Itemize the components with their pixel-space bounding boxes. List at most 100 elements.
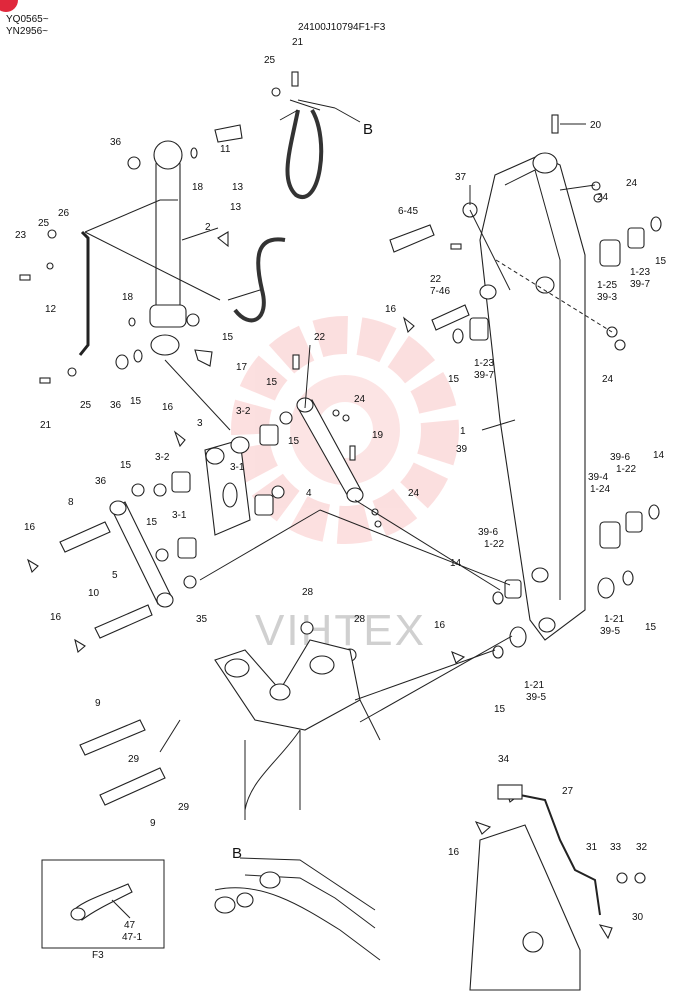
part-callouts: 21 25 36 18 11 13 20 37 24 23 25 26 2 13…	[15, 37, 667, 943]
callout-label: 6-45	[398, 206, 418, 217]
callout-label: 29	[178, 802, 190, 813]
callout-label: 5	[112, 570, 118, 581]
callout-label: 15	[655, 256, 667, 267]
hose-13-lower	[233, 237, 286, 323]
callout-label: 20	[590, 120, 602, 131]
callout-label: 1-21	[524, 680, 544, 691]
callout-label: 9	[95, 698, 101, 709]
callout-label: 39-5	[600, 626, 620, 637]
callout-label: 16	[434, 620, 446, 631]
link-5	[109, 500, 174, 608]
callout-label: 11	[220, 144, 231, 155]
callout-label: 30	[632, 912, 644, 923]
detail-b-view	[214, 857, 381, 961]
callout-label: 12	[45, 304, 57, 315]
callout-label: 27	[562, 786, 574, 797]
callout-label: 17	[236, 362, 248, 373]
callout-label: 13	[232, 182, 244, 193]
callout-label: 1-21	[604, 614, 624, 625]
callout-label: 28	[302, 587, 314, 598]
callout-label: 15	[120, 460, 132, 471]
callout-label: 18	[192, 182, 204, 193]
callout-label: 39-7	[630, 279, 650, 290]
view-mark-b-bottom: B	[232, 845, 242, 862]
view-mark-b-top: B	[363, 121, 373, 138]
callout-label: 3-2	[236, 406, 251, 417]
callout-label: 15	[146, 517, 158, 528]
callout-label: 1-25	[597, 280, 617, 291]
callout-label: 16	[50, 612, 62, 623]
callout-label: 3-2	[155, 452, 170, 463]
callout-label: 15	[266, 377, 278, 388]
serial-range-1: YQ0565~	[6, 14, 49, 25]
callout-label: 15	[645, 622, 657, 633]
callout-label: 22	[430, 274, 442, 285]
callout-label: 10	[88, 588, 100, 599]
callout-label: 24	[602, 374, 614, 385]
callout-label: 16	[385, 304, 397, 315]
callout-label: 36	[110, 400, 122, 411]
callout-label: 15	[288, 436, 300, 447]
callout-label: 39-6	[478, 527, 498, 538]
callout-label: 24	[408, 488, 420, 499]
callout-label: 3-1	[230, 462, 245, 473]
callout-label: 1	[460, 426, 466, 437]
fittings	[19, 71, 626, 528]
callout-label: 25	[80, 400, 92, 411]
callout-label: 23	[15, 230, 27, 241]
callout-label: 4	[306, 488, 312, 499]
callout-label: 39-4	[588, 472, 608, 483]
callout-label: 16	[162, 402, 174, 413]
callout-label: 32	[636, 842, 648, 853]
callout-label: 8	[68, 497, 74, 508]
link-3	[204, 436, 251, 536]
callout-label: 15	[130, 396, 142, 407]
boom-cylinder	[149, 140, 187, 356]
callout-label: 15	[222, 332, 234, 343]
drawing-number: 24100J10794F1-F3	[298, 22, 386, 33]
callout-label: 47-1	[122, 932, 142, 943]
pins	[59, 224, 470, 806]
callout-label: 1-23	[630, 267, 650, 278]
callout-label: 3	[197, 418, 203, 429]
callout-label: 47	[124, 920, 136, 931]
callout-label: 24	[597, 192, 609, 203]
callout-label: 39	[456, 444, 468, 455]
leader-lines	[84, 99, 613, 723]
callout-label: 39-3	[597, 292, 617, 303]
callout-label: 24	[626, 178, 638, 189]
boom-foot-frame	[159, 639, 381, 820]
callout-label: 29	[128, 754, 140, 765]
watermark-logo	[231, 316, 459, 544]
callout-label: 39-7	[474, 370, 494, 381]
boom	[479, 152, 586, 641]
callout-label: 14	[653, 450, 665, 461]
callout-label: 34	[498, 754, 510, 765]
callout-label: 31	[586, 842, 598, 853]
callout-label: 22	[314, 332, 326, 343]
callout-label: 15	[494, 704, 506, 715]
callout-label: 16	[24, 522, 36, 533]
callout-label: 26	[58, 208, 70, 219]
callout-label: 36	[95, 476, 107, 487]
hose-13-upper	[285, 108, 324, 200]
callout-label: 1-22	[484, 539, 504, 550]
callout-label: 39-5	[526, 692, 546, 703]
callout-label: 37	[455, 172, 467, 183]
callout-label: 1-23	[474, 358, 494, 369]
callout-label: 21	[40, 420, 52, 431]
callout-label: 18	[122, 292, 134, 303]
callout-label: 28	[354, 614, 366, 625]
callout-label: 35	[196, 614, 208, 625]
callout-label: 7-46	[430, 286, 450, 297]
callout-label: 25	[264, 55, 276, 66]
callout-label: 1-24	[590, 484, 610, 495]
detail-hose-routing	[469, 784, 646, 991]
inset-f3	[41, 859, 165, 949]
callout-label: 25	[38, 218, 50, 229]
callout-label: 36	[110, 137, 122, 148]
callout-label: 39-6	[610, 452, 630, 463]
callout-label: 1-22	[616, 464, 636, 475]
